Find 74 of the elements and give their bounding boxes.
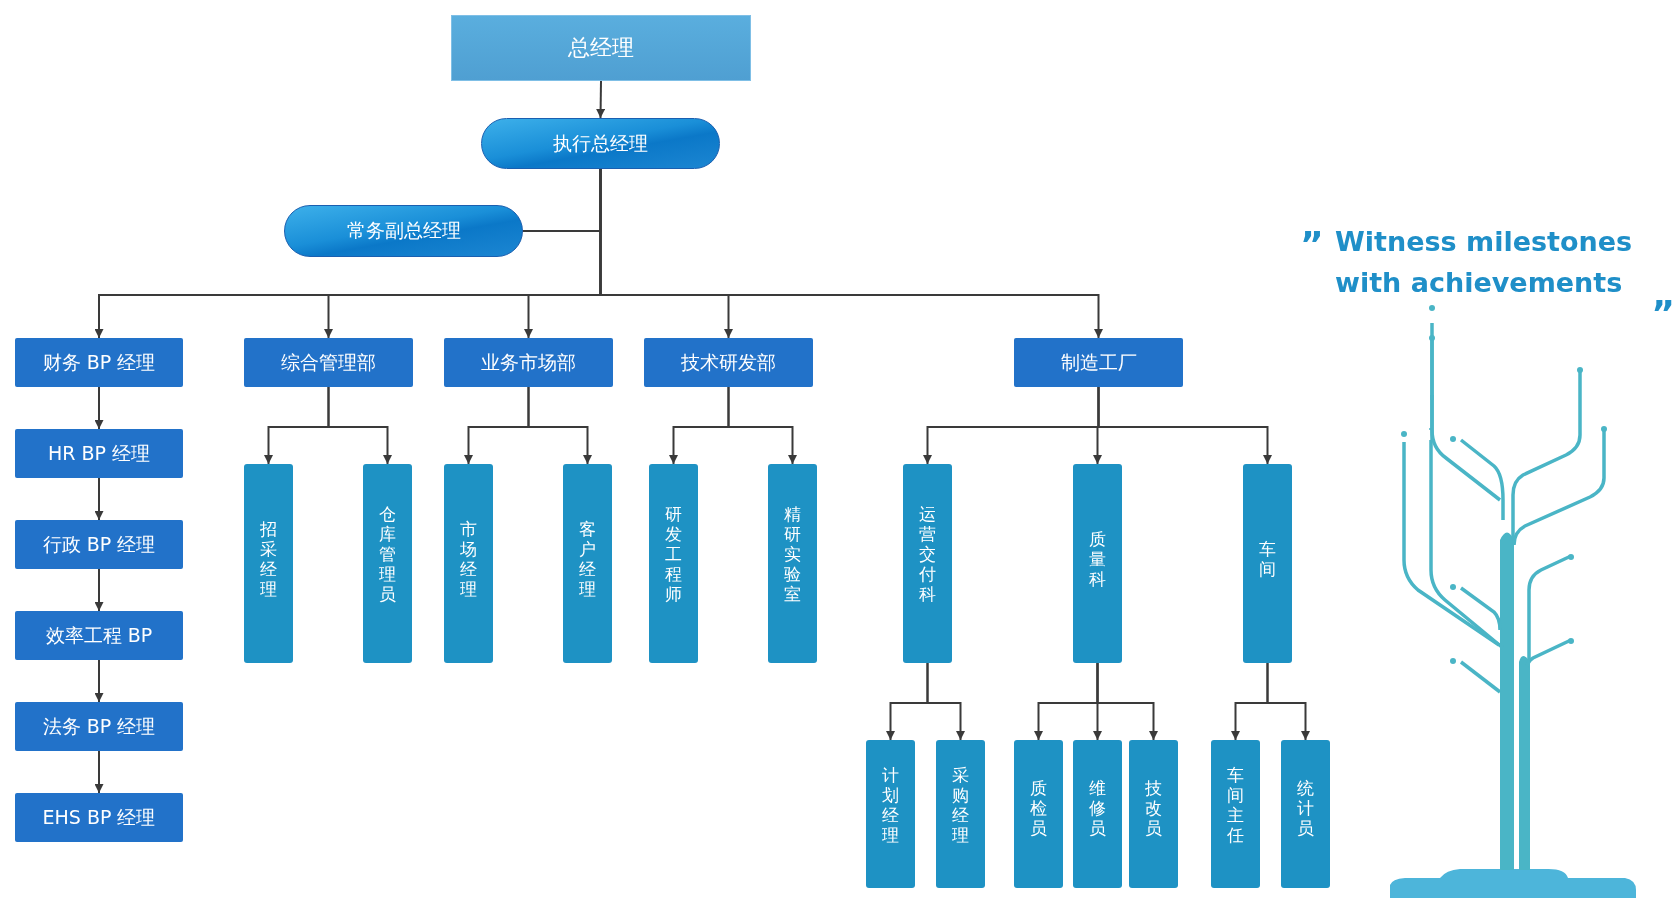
role-title: 技改员 bbox=[1145, 778, 1162, 839]
department-box bbox=[1014, 338, 1183, 387]
role-title: 车间主任 bbox=[1227, 765, 1244, 846]
role-title: 技术研发部 bbox=[681, 349, 776, 375]
arrow bbox=[94, 750, 104, 794]
role-title: 法务 BP 经理 bbox=[42, 713, 156, 739]
role-title: 行政 BP 经理 bbox=[42, 531, 156, 557]
arrow bbox=[926, 662, 965, 741]
role-title: 总经理 bbox=[568, 34, 634, 62]
position-box bbox=[1073, 464, 1122, 663]
position-box bbox=[1243, 464, 1292, 663]
department-box bbox=[15, 520, 183, 569]
quote-mark: „ bbox=[1652, 273, 1676, 317]
arrow bbox=[94, 659, 104, 703]
role-title: 执行总经理 bbox=[553, 130, 648, 156]
department-box bbox=[15, 429, 183, 478]
executive-pill bbox=[481, 118, 720, 169]
role-title: 综合管理部 bbox=[281, 349, 376, 375]
role-title: 常务副总经理 bbox=[346, 218, 461, 243]
role-title: 精研实验室 bbox=[784, 504, 801, 605]
executive-pill bbox=[284, 205, 523, 257]
position-box bbox=[903, 464, 952, 663]
department-box bbox=[444, 338, 613, 387]
position-box bbox=[768, 464, 817, 663]
role-title: 质量科 bbox=[1089, 529, 1106, 590]
role-title: 运营交付科 bbox=[919, 504, 936, 605]
position-box bbox=[649, 464, 698, 663]
arrow bbox=[1266, 662, 1310, 741]
position-box bbox=[1211, 740, 1260, 888]
arrow bbox=[527, 386, 592, 465]
arrow bbox=[1096, 662, 1158, 741]
department-box bbox=[15, 338, 183, 387]
role-title: 采购经理 bbox=[952, 765, 969, 846]
quote-mark: ” bbox=[1300, 223, 1324, 267]
role-title: 质检员 bbox=[1030, 778, 1047, 839]
department-box bbox=[15, 611, 183, 660]
department-box bbox=[244, 338, 413, 387]
role-title: 维修员 bbox=[1089, 778, 1106, 839]
position-box bbox=[1014, 740, 1063, 888]
position-box bbox=[244, 464, 293, 663]
department-box bbox=[15, 793, 183, 842]
arrow bbox=[1097, 386, 1272, 465]
department-box bbox=[15, 702, 183, 751]
role-title: 效率工程 BP bbox=[45, 622, 153, 648]
position-box bbox=[1281, 740, 1330, 888]
position-box bbox=[936, 740, 985, 888]
position-box bbox=[563, 464, 612, 663]
role-title: 计划经理 bbox=[882, 765, 899, 846]
role-title: 仓库管理员 bbox=[379, 504, 396, 605]
role-title: 客户经理 bbox=[579, 519, 596, 600]
arrow bbox=[596, 80, 606, 119]
position-box bbox=[866, 740, 915, 888]
arrow bbox=[94, 386, 104, 430]
position-box bbox=[1129, 740, 1178, 888]
arrow bbox=[327, 386, 392, 465]
position-box bbox=[444, 464, 493, 663]
role-title: 招采经理 bbox=[260, 519, 277, 600]
role-title: 业务市场部 bbox=[481, 349, 576, 375]
role-title: 车间 bbox=[1259, 539, 1276, 580]
slogan-text: Witness milestones with achievements bbox=[1335, 225, 1634, 300]
role-title: EHS BP 经理 bbox=[42, 804, 156, 830]
arrow bbox=[94, 477, 104, 521]
role-title: HR BP 经理 bbox=[47, 440, 151, 466]
role-title: 财务 BP 经理 bbox=[42, 349, 156, 375]
role-title: 研发工程师 bbox=[665, 504, 682, 605]
department-box bbox=[644, 338, 813, 387]
arrow bbox=[727, 386, 797, 465]
arrow bbox=[94, 568, 104, 612]
position-box bbox=[1073, 740, 1122, 888]
role-title: 制造工厂 bbox=[1060, 349, 1137, 375]
top-position-box bbox=[451, 15, 751, 81]
role-title: 市场经理 bbox=[460, 519, 477, 600]
position-box bbox=[363, 464, 412, 663]
role-title: 统计员 bbox=[1297, 778, 1314, 839]
